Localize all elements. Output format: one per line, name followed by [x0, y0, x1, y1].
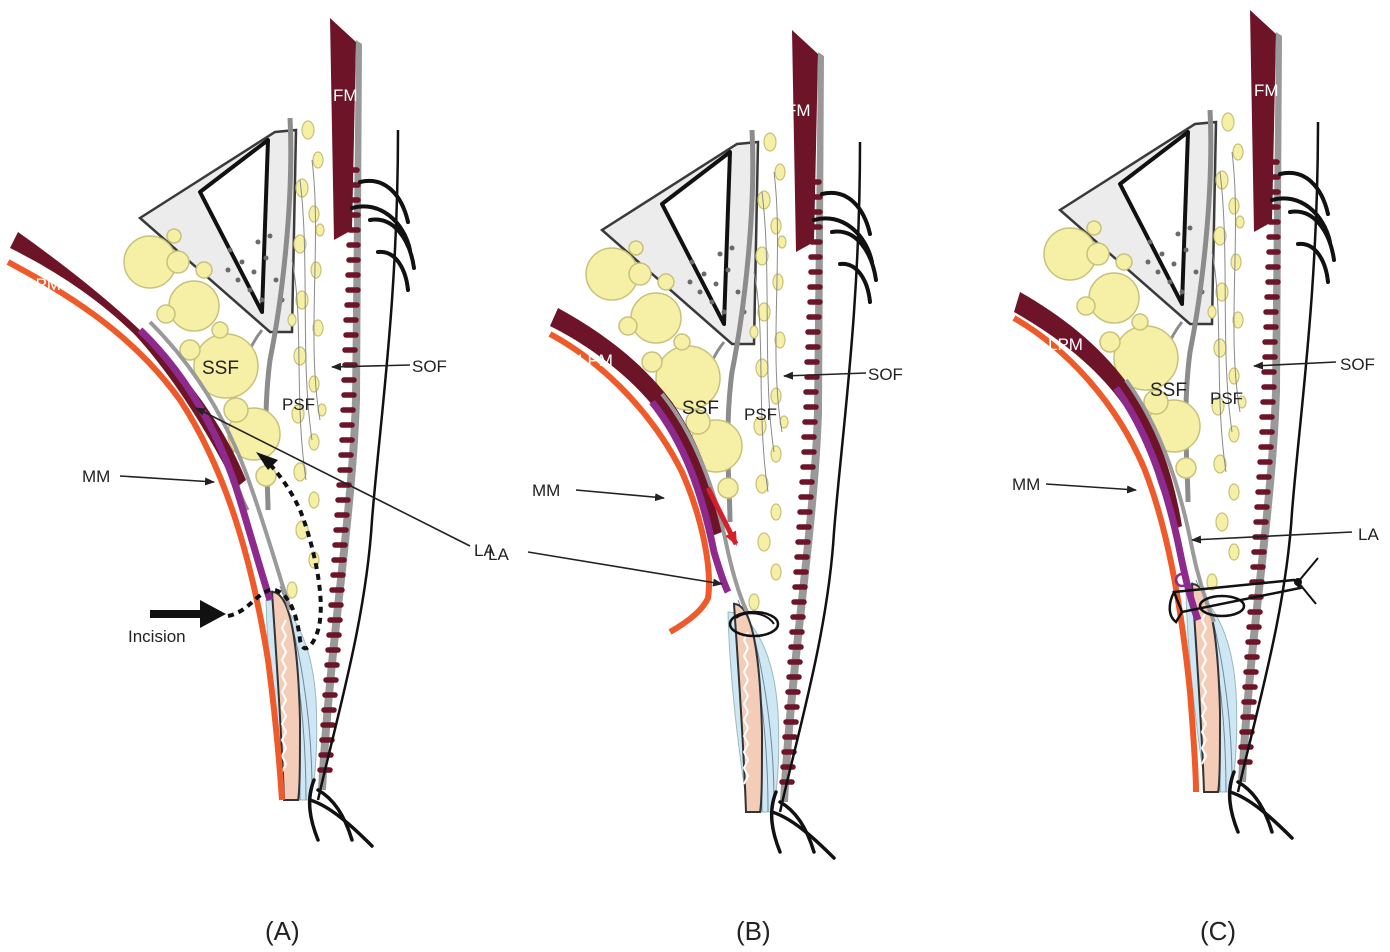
panel-a: FM LPM SSF PSF SOF MM LA Incision (A) — [8, 18, 495, 946]
label-la-c: LA — [1358, 525, 1379, 544]
label-mm-b: MM — [532, 481, 560, 500]
label-sof-a: SOF — [412, 357, 447, 376]
incision-arrow — [150, 600, 226, 628]
label-fm-b: FM — [786, 101, 811, 120]
label-psf-c: PSF — [1210, 389, 1243, 408]
label-psf-b: PSF — [744, 405, 777, 424]
caption-b: (B) — [736, 916, 771, 946]
label-ssf-b: SSF — [682, 398, 719, 419]
label-incision: Incision — [128, 627, 186, 646]
label-mm-a: MM — [82, 467, 110, 486]
label-lpm-c: LPM — [1048, 335, 1083, 354]
label-fm-a: FM — [333, 86, 358, 105]
panel-c: FM LPM SSF PSF SOF MM LA (C) — [1012, 10, 1379, 946]
label-la-b: LA — [488, 545, 509, 564]
label-ssf-a: SSF — [202, 358, 239, 379]
caption-c: (C) — [1200, 916, 1236, 946]
label-sof-b: SOF — [868, 365, 903, 384]
label-lpm-a: LPM — [26, 275, 61, 294]
label-lpm-b: LPM — [578, 351, 613, 370]
label-mm-c: MM — [1012, 475, 1040, 494]
label-ssf-c: SSF — [1150, 380, 1187, 401]
label-psf-a: PSF — [282, 395, 315, 414]
caption-a: (A) — [265, 916, 300, 946]
label-fm-c: FM — [1254, 81, 1279, 100]
panel-b: FM LPM SSF PSF SOF MM LA (B) — [488, 30, 903, 946]
label-sof-c: SOF — [1340, 355, 1375, 374]
